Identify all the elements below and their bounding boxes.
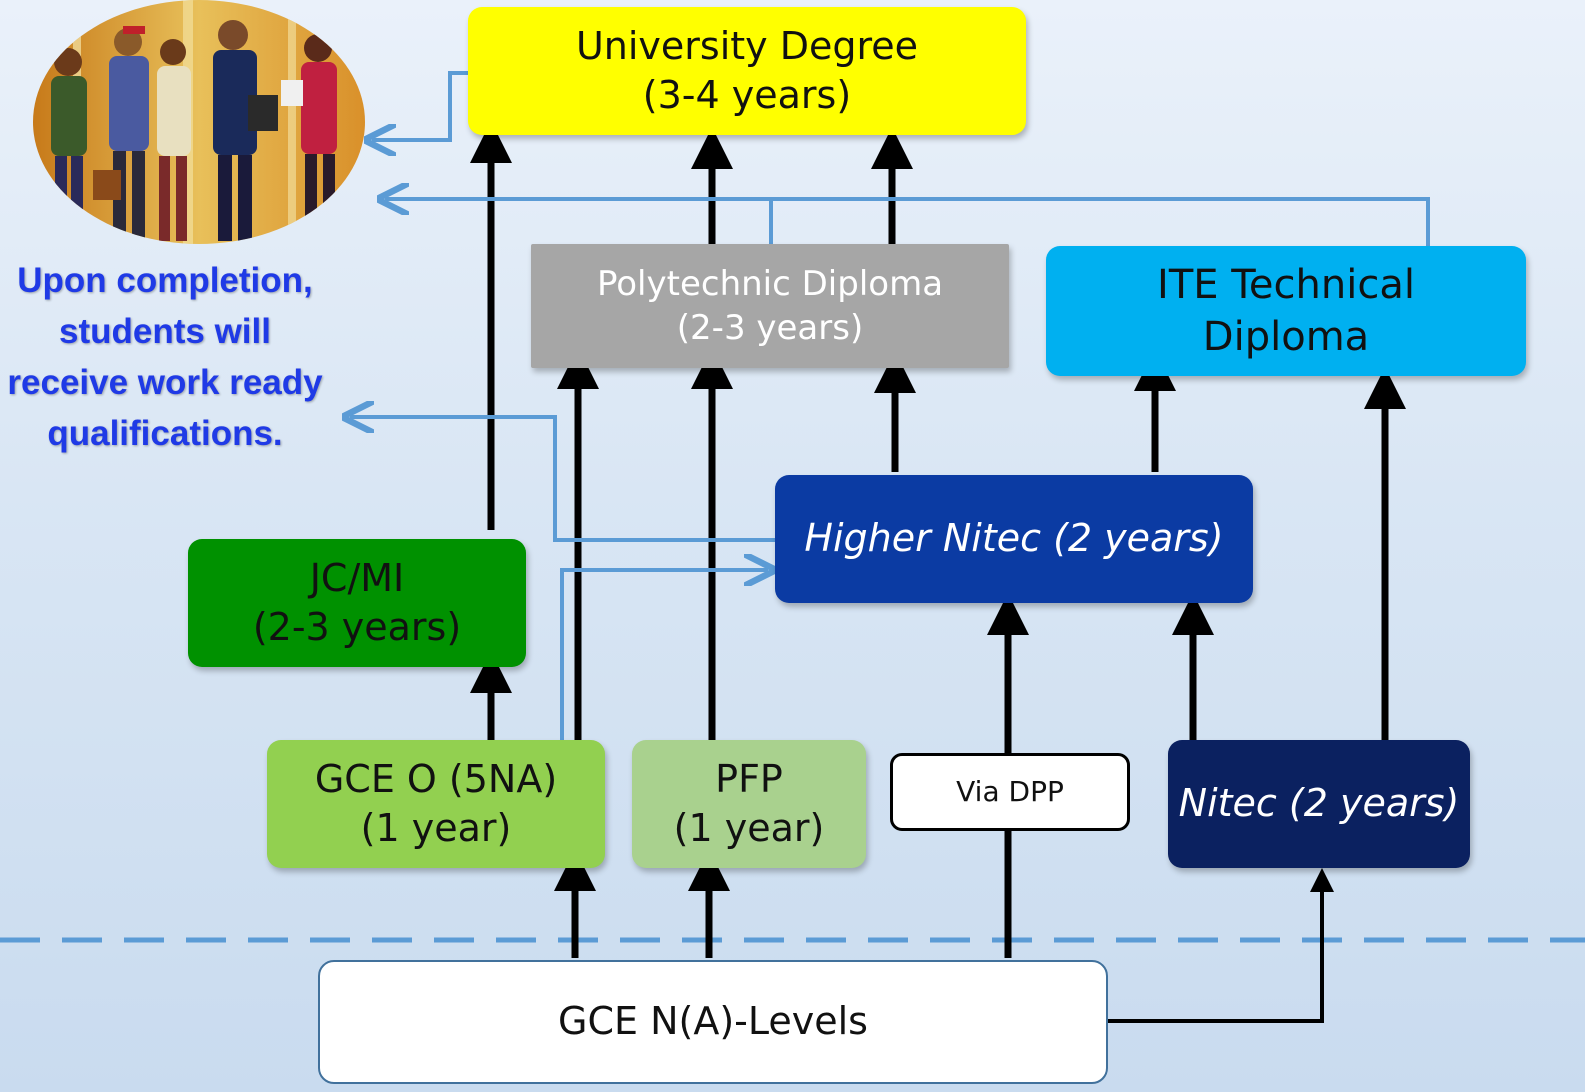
nitec-box: Nitec (2 years) [1168,740,1470,868]
jc-mi-box: JC/MI (2-3 years) [188,539,526,667]
exit-arrow-polytechnic-ite [385,199,1430,246]
completion-caption: Upon completion, students will receive w… [7,261,323,453]
via-dpp-box: Via DPP [890,753,1130,831]
university-degree-box: University Degree (3-4 years) [468,7,1026,135]
polytechnic-diploma-box: Polytechnic Diploma (2-3 years) [531,244,1009,368]
gce-o-5na-box: GCE O (5NA) (1 year) [267,740,605,868]
arrow-gceo-to-higher-nitec [530,570,768,746]
graduates-illustration [33,0,365,244]
gce-n-levels-box: GCE N(A)-Levels [318,960,1108,1084]
exit-arrow-higher-nitec [350,417,775,542]
pfp-box: PFP (1 year) [632,740,866,868]
higher-nitec-box: Higher Nitec (2 years) [775,475,1253,603]
exit-arrow-university [372,71,468,140]
ite-technical-diploma-box: ITE Technical Diploma [1046,246,1526,376]
arrow-gcen-to-nitec [1108,868,1334,1023]
